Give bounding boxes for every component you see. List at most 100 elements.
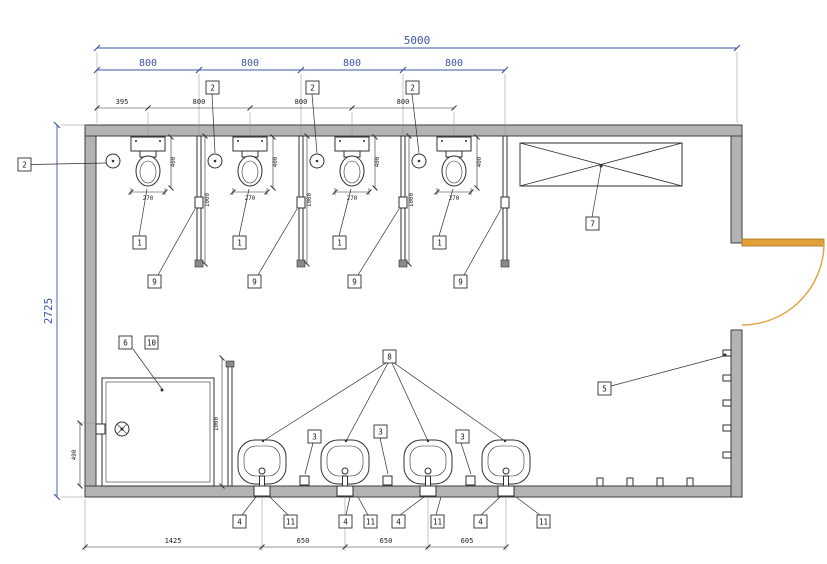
callout-7: 7 <box>585 164 603 231</box>
hook <box>686 477 694 487</box>
svg-text:3: 3 <box>312 433 317 442</box>
callout-4-d: 4 <box>473 496 501 529</box>
dim-stall-width-3: 800 <box>343 58 361 69</box>
svg-text:11: 11 <box>433 518 442 527</box>
callout-3-a: 3 <box>304 429 322 475</box>
hook <box>722 399 732 407</box>
callout-9-d: 9 <box>453 208 502 289</box>
partition-end-cap <box>398 259 408 268</box>
dim-overall-height: 2725 <box>42 298 55 325</box>
callout-5: 5 <box>597 353 727 396</box>
dim-toilet-depth: 400 <box>477 156 483 167</box>
wall-right-lower <box>730 329 743 498</box>
basin-drain <box>419 485 437 497</box>
dim-toilet-width: 270 <box>143 196 154 202</box>
svg-text:2: 2 <box>22 161 27 170</box>
dim-partition-depth-2: 1000 <box>307 193 313 207</box>
svg-text:8: 8 <box>387 353 392 362</box>
dim-toilet-width: 270 <box>449 196 460 202</box>
callout-9-a: 9 <box>147 208 196 289</box>
basin-tap <box>258 467 266 475</box>
svg-text:11: 11 <box>286 518 295 527</box>
dim-shower-offset: 490 <box>72 449 78 460</box>
left-dimension: 2725 <box>42 121 84 501</box>
hook <box>722 424 732 432</box>
callout-2-b: 2 <box>305 80 320 154</box>
wall-tap-fixture <box>382 475 393 486</box>
hook <box>596 477 604 487</box>
svg-text:1: 1 <box>237 239 242 248</box>
partition-hardware <box>500 196 510 209</box>
washbasin <box>237 439 287 497</box>
partition-hardware <box>398 196 408 209</box>
partition-end-cap <box>296 259 306 268</box>
svg-text:4: 4 <box>478 518 483 527</box>
bottom-dimensions: 1425 650 650 605 <box>82 498 509 551</box>
partition-hardware <box>296 196 306 209</box>
dim-centerline-2: 800 <box>193 98 206 106</box>
dim-bottom-4: 605 <box>461 537 474 545</box>
callout-2-c: 2 <box>405 80 420 154</box>
dim-centerline-3: 800 <box>295 98 308 106</box>
partition-end-cap <box>500 259 510 268</box>
callout-10: 10 <box>132 335 164 392</box>
callout-3-c: 3 <box>455 429 472 475</box>
svg-text:10: 10 <box>147 339 157 348</box>
callout-1-c: 1 <box>332 188 352 250</box>
dim-toilet-depth: 400 <box>171 156 177 167</box>
wall-tap-fixture <box>465 475 476 486</box>
callout-1-d: 1 <box>432 188 454 250</box>
wall-top <box>84 124 743 137</box>
callout-3-b: 3 <box>373 424 389 475</box>
svg-text:1: 1 <box>137 239 142 248</box>
callout-11-a: 11 <box>269 496 298 529</box>
wall-hooks <box>596 349 732 487</box>
shower-valve <box>95 423 106 435</box>
toilet: 270 400 <box>230 134 279 202</box>
dim-bottom-2: 650 <box>297 537 310 545</box>
washbasin <box>481 439 531 497</box>
svg-text:2: 2 <box>310 84 315 93</box>
svg-text:9: 9 <box>252 278 257 287</box>
partition-hardware <box>194 196 204 209</box>
door-leaf <box>741 238 825 247</box>
dim-centerline-4: 800 <box>397 98 410 106</box>
svg-text:4: 4 <box>396 518 401 527</box>
svg-text:4: 4 <box>343 518 348 527</box>
svg-text:7: 7 <box>590 220 595 229</box>
callout-8: 8 <box>261 349 507 443</box>
callout-9-c: 9 <box>347 208 400 289</box>
callout-6: 6 <box>118 335 133 350</box>
callout-1-a: 1 <box>132 188 148 250</box>
svg-text:4: 4 <box>237 518 242 527</box>
svg-text:2: 2 <box>210 84 215 93</box>
callouts: 2 2 2 2 1 1 1 1 <box>17 80 727 529</box>
door-swing-arc <box>741 242 825 326</box>
toilet: 270 400 <box>434 134 483 202</box>
outer-walls <box>84 124 743 498</box>
callout-4-a: 4 <box>232 496 257 529</box>
dim-basin-partition-depth: 1000 <box>214 417 220 431</box>
callout-1-b: 1 <box>232 188 250 250</box>
hook <box>722 451 732 459</box>
dim-toilet-width: 270 <box>347 196 358 202</box>
partition-end-cap <box>194 259 204 268</box>
dim-centerline-1: 395 <box>116 98 129 106</box>
svg-text:9: 9 <box>352 278 357 287</box>
dim-bottom-3: 650 <box>380 537 393 545</box>
dim-stall-width-2: 800 <box>241 58 259 69</box>
callout-4-c: 4 <box>391 496 425 529</box>
wall-left <box>84 135 97 498</box>
dim-toilet-width: 270 <box>245 196 256 202</box>
dim-toilet-depth: 400 <box>375 156 381 167</box>
svg-text:3: 3 <box>378 428 383 437</box>
wall-tap-fixture <box>299 475 310 486</box>
wall-right-upper <box>730 135 743 244</box>
dim-bottom-1: 1425 <box>165 537 182 545</box>
basin-drain <box>497 485 515 497</box>
callout-9-b: 9 <box>247 208 298 289</box>
toilets: 270 400 270 400 270 400 <box>128 134 483 202</box>
dim-partition-depth-3: 1000 <box>409 193 415 207</box>
